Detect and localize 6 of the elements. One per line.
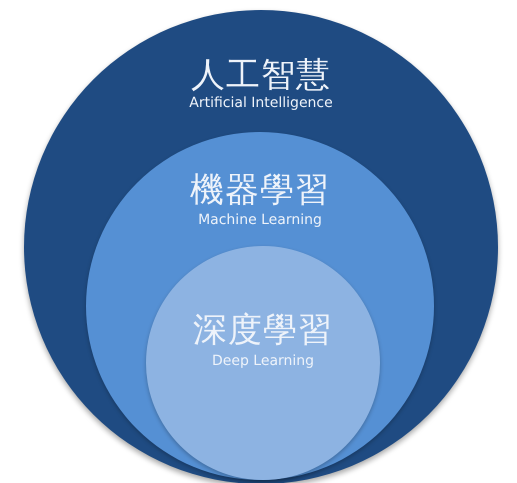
subtitle-text: Deep Learning — [212, 354, 314, 368]
heading-text: 深度學習 — [193, 313, 333, 347]
heading-text: 人工智慧 — [191, 58, 331, 92]
subtitle-text: Artificial Intelligence — [189, 96, 333, 110]
subtitle-text: Machine Learning — [198, 213, 322, 227]
heading-text: 機器學習 — [190, 173, 330, 207]
